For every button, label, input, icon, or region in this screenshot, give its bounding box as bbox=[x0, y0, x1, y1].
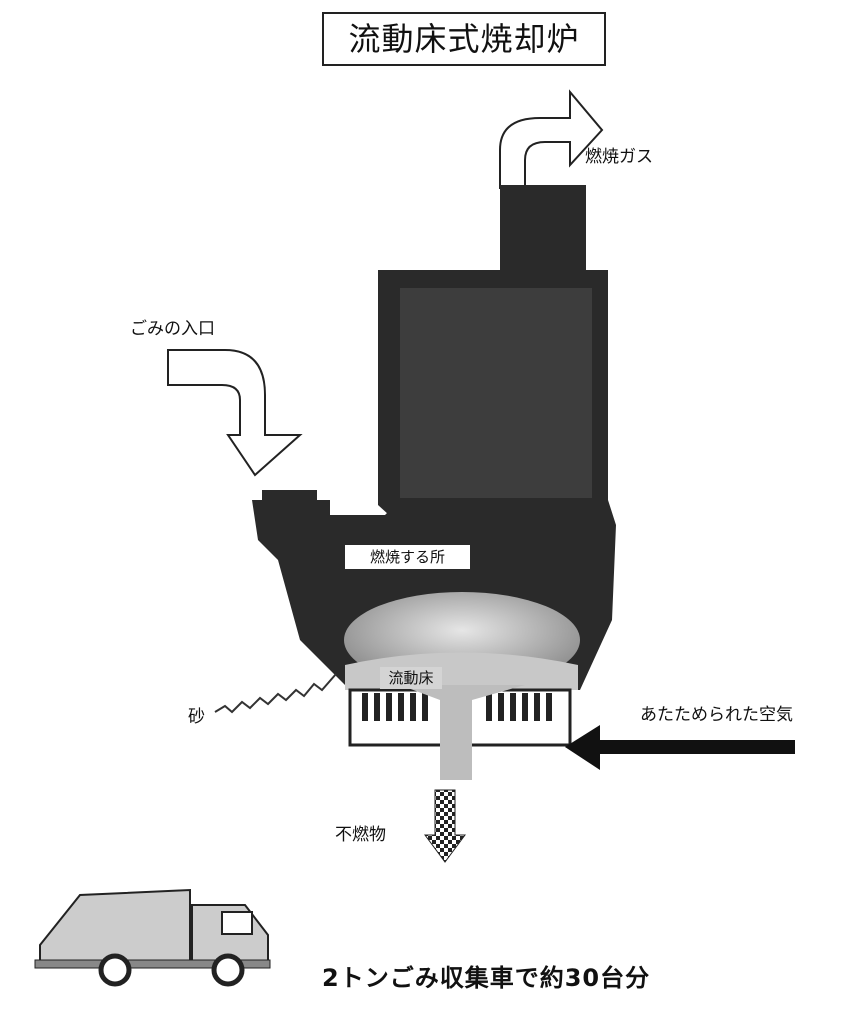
incombustibles-arrow bbox=[424, 789, 466, 863]
sand-label: 砂 bbox=[188, 707, 205, 727]
chimney bbox=[500, 185, 586, 285]
inlet-hopper bbox=[262, 490, 317, 505]
incombustibles-label: 不燃物 bbox=[335, 825, 386, 845]
upper-chamber-interior bbox=[400, 288, 592, 498]
capacity-note: 2トンごみ収集車で約30台分 bbox=[322, 964, 651, 992]
waste-inlet-arrow bbox=[167, 349, 303, 477]
air-arrow bbox=[565, 725, 795, 770]
waste-inlet-label: ごみの入口 bbox=[130, 319, 215, 339]
diagram-title: 流動床式焼却炉 bbox=[322, 12, 606, 66]
sand-pointer bbox=[214, 673, 337, 714]
discharge-column bbox=[400, 685, 525, 780]
heated-air-label: あたためられた空気 bbox=[640, 705, 793, 725]
exhaust-gas-label: 燃焼ガス bbox=[585, 147, 653, 167]
air-nozzles bbox=[362, 693, 552, 721]
fluidized-bed-label: 流動床 bbox=[380, 667, 442, 689]
garbage-truck-icon bbox=[34, 888, 271, 987]
combustion-zone-label: 燃焼する所 bbox=[345, 545, 470, 569]
exhaust-arrow bbox=[499, 89, 604, 189]
